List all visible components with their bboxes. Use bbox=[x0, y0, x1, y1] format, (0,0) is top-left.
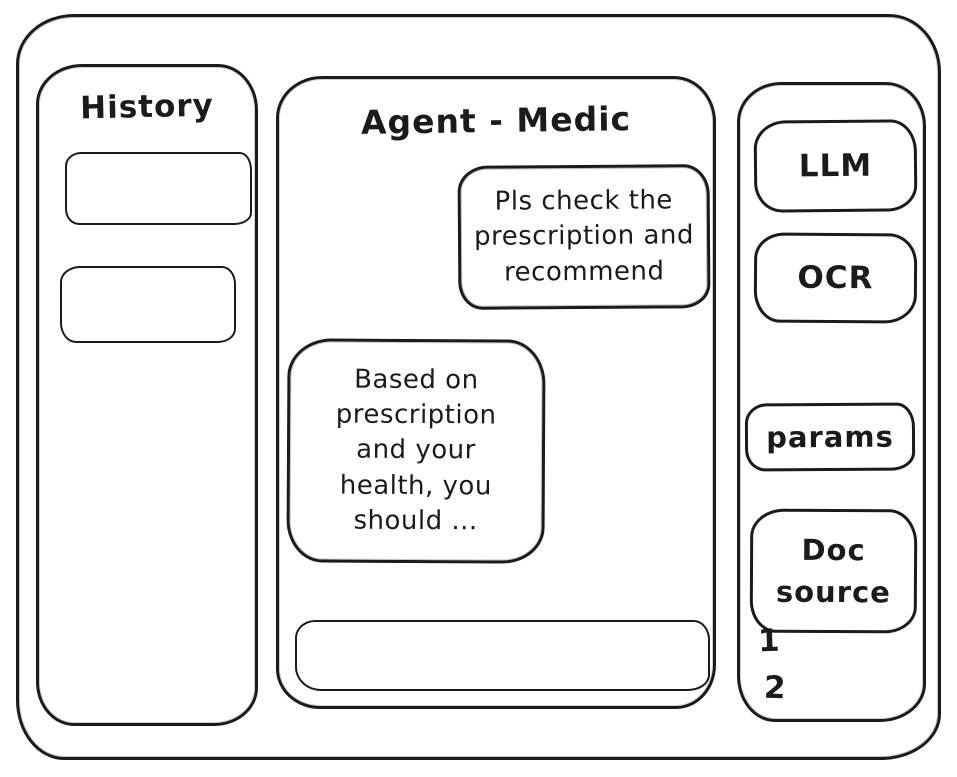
llm-button[interactable]: LLM bbox=[753, 119, 918, 213]
assistant-message-bubble: Based on prescription and your health, y… bbox=[286, 338, 546, 564]
tools-panel: LLM OCR params Doc source 1 2 bbox=[737, 82, 926, 722]
doc-source-item-2[interactable]: 2 bbox=[763, 669, 787, 707]
doc-source-item-1[interactable]: 1 bbox=[757, 622, 781, 660]
ocr-button[interactable]: OCR bbox=[753, 232, 918, 324]
message-input-bar bbox=[295, 620, 710, 691]
chat-panel: Agent - Medic Pls check the prescription… bbox=[276, 76, 716, 709]
chat-title: Agent - Medic bbox=[360, 99, 632, 142]
user-message-bubble: Pls check the prescription and recommend bbox=[457, 164, 711, 310]
message-input[interactable] bbox=[297, 622, 708, 689]
history-title: History bbox=[79, 87, 215, 127]
history-panel: History bbox=[36, 64, 258, 726]
history-item[interactable] bbox=[60, 266, 236, 343]
history-item[interactable] bbox=[65, 152, 252, 225]
params-button[interactable]: params bbox=[744, 402, 916, 472]
doc-source-button[interactable]: Doc source bbox=[749, 508, 918, 634]
